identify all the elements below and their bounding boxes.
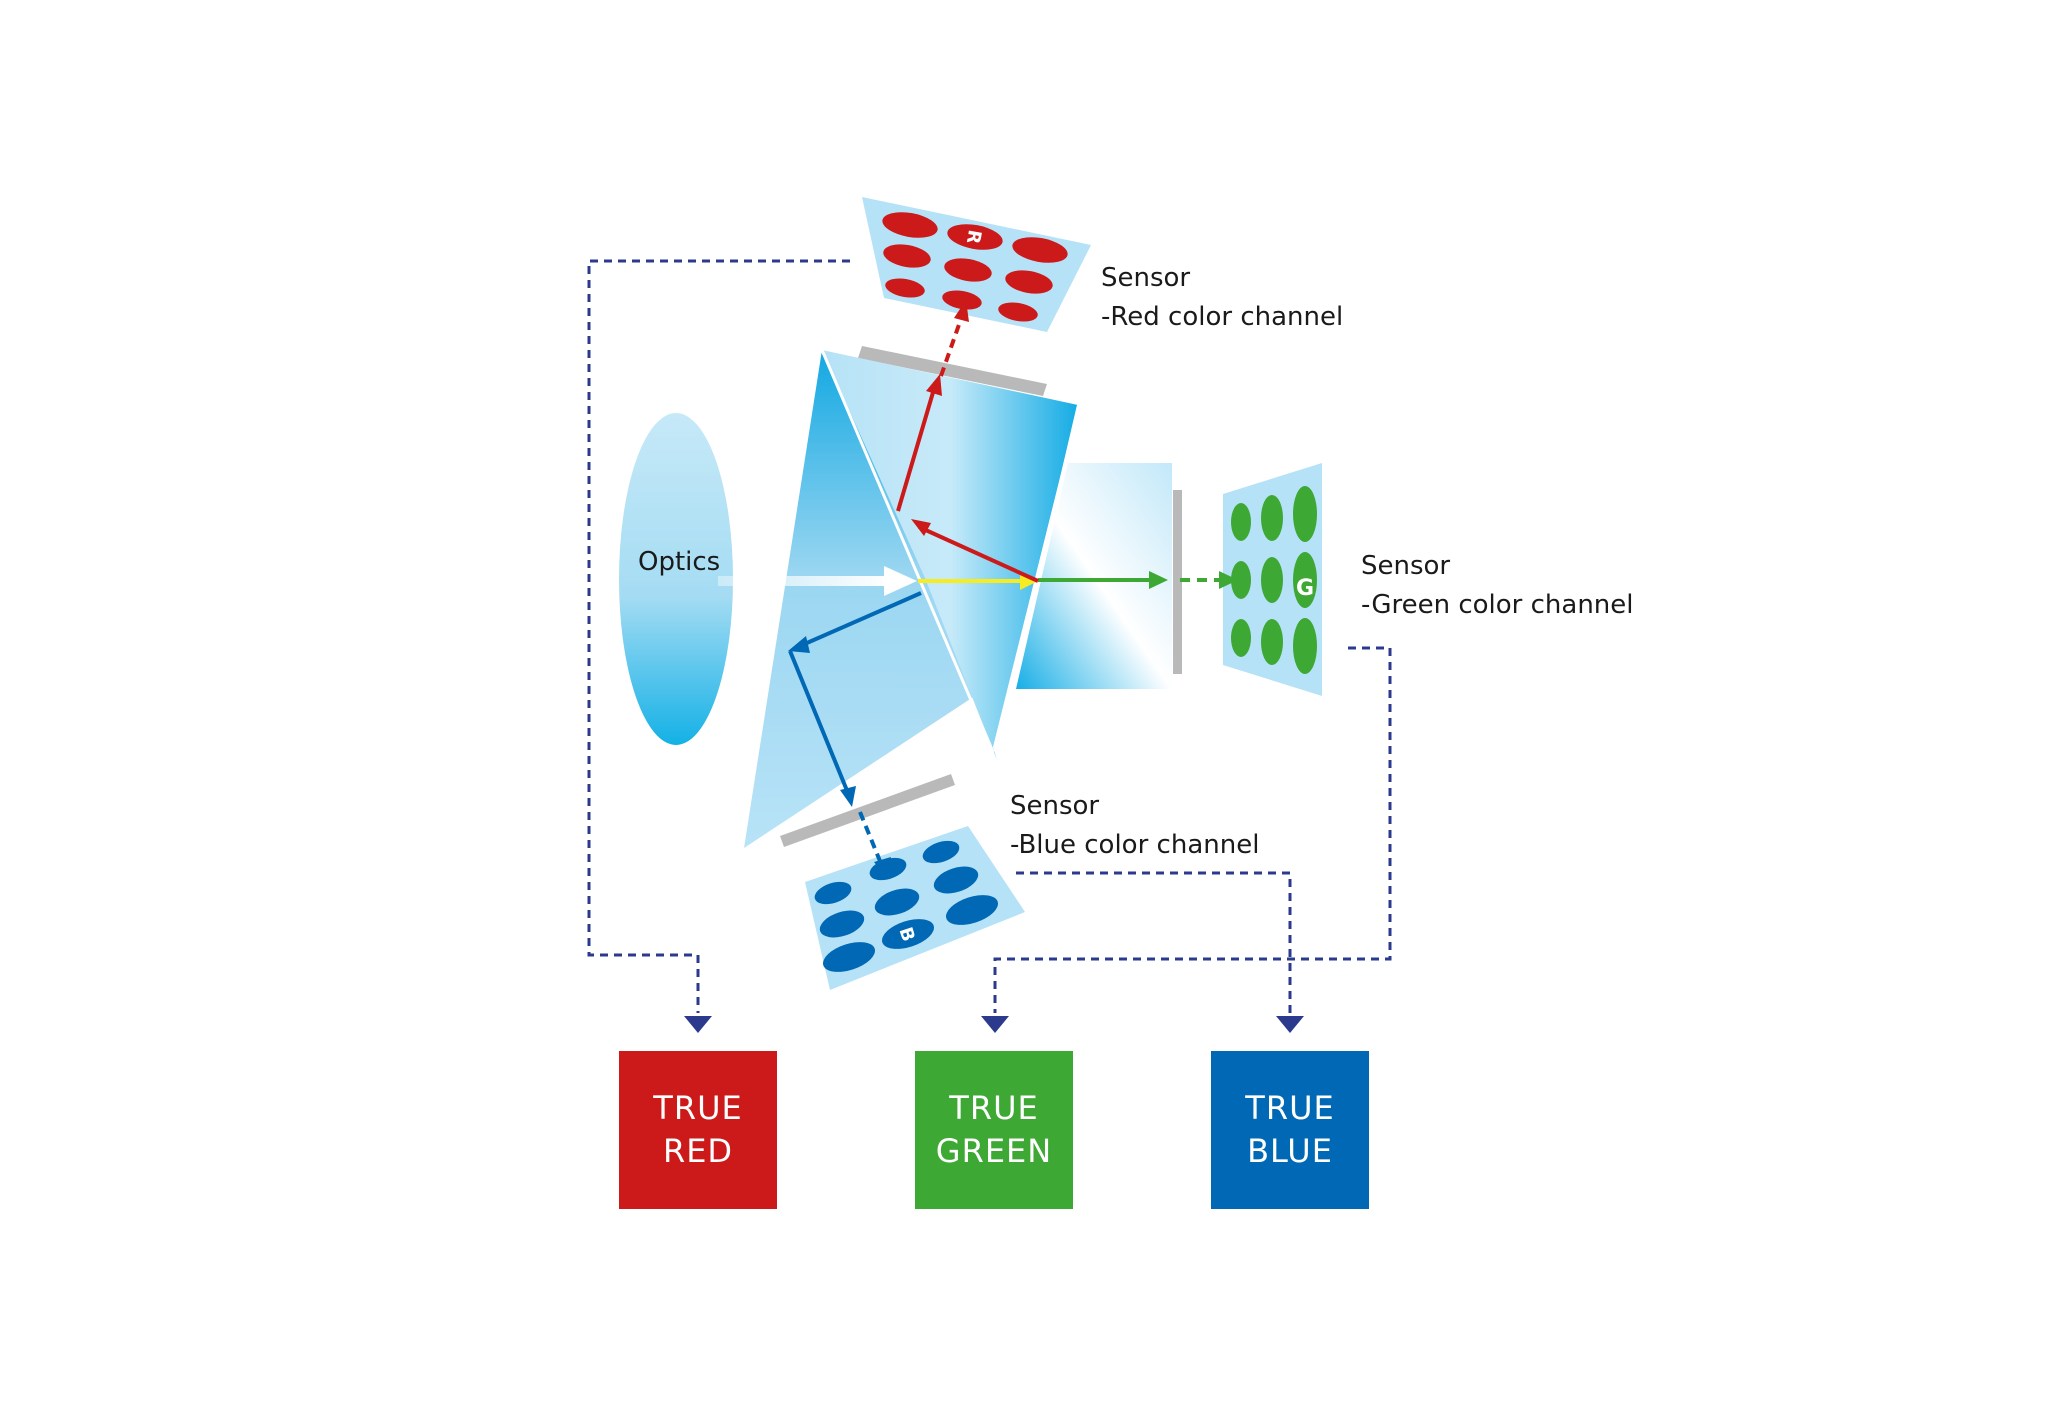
sensor-green-label: Sensor -Green color channel — [1361, 547, 1634, 625]
blue-mount-strip — [780, 774, 955, 847]
sensor-red-subtitle: -Red color channel — [1101, 302, 1344, 332]
prism-split-line — [820, 349, 995, 753]
sensor-green-title: Sensor — [1361, 551, 1451, 581]
true-blue-line2: BLUE — [1247, 1132, 1333, 1170]
connector-blue — [1016, 871, 1292, 1013]
sensor-red-letter: R — [962, 228, 985, 245]
true-green-box: TRUE GREEN — [915, 1051, 1073, 1209]
true-green-line2: GREEN — [935, 1132, 1053, 1170]
white-input-ray — [718, 566, 917, 596]
optics-lens — [619, 413, 733, 745]
true-red-box: TRUE RED — [619, 1051, 777, 1209]
optics-label: Optics — [638, 547, 721, 577]
sensor-green-pixels — [1231, 486, 1317, 674]
true-red-line2: RED — [662, 1132, 734, 1170]
prism-lower — [744, 350, 993, 848]
green-prism-block — [1016, 463, 1172, 689]
true-blue-line1: TRUE — [1245, 1089, 1335, 1127]
blue-ray — [788, 591, 922, 878]
sensor-red-pixels — [882, 212, 1068, 322]
green-ray — [1038, 571, 1238, 589]
green-mount-strip — [1173, 490, 1182, 674]
sensor-blue-label: Sensor -Blue color channel — [1010, 787, 1259, 865]
true-green-line1: TRUE — [949, 1089, 1039, 1127]
prism-edge-line — [996, 404, 1079, 753]
red-mount-strip — [858, 346, 1047, 396]
sensor-blue-letter: B — [894, 925, 918, 945]
red-ray — [896, 300, 1039, 583]
connector-green — [993, 646, 1392, 1013]
sensor-green-subtitle: -Green color channel — [1361, 590, 1634, 620]
connector-green-arrow — [981, 1016, 1009, 1033]
sensor-blue-title: Sensor — [1010, 791, 1100, 821]
connector-red — [587, 259, 850, 1013]
connector-blue-arrow — [1276, 1016, 1304, 1033]
sensor-blue-subtitle: -Blue color channel — [1010, 830, 1260, 860]
sensor-red-label: Sensor -Red color channel — [1101, 259, 1343, 337]
sensor-red-title: Sensor — [1101, 263, 1191, 293]
sensor-blue-pixels — [814, 840, 998, 972]
true-red-line1: TRUE — [653, 1089, 743, 1127]
prism-upper — [822, 350, 1078, 760]
connector-red-arrow — [684, 1016, 712, 1033]
sensor-green-letter: G — [1296, 576, 1314, 601]
true-blue-box: TRUE BLUE — [1211, 1051, 1369, 1209]
